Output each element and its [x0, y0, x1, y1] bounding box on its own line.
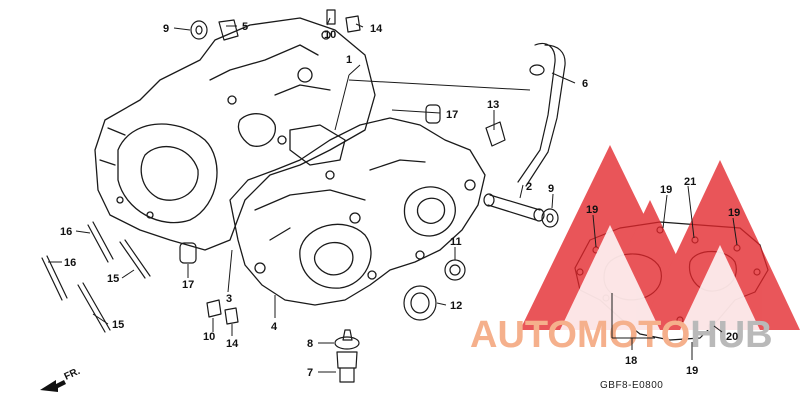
watermark-text-primary: AUTOMOTO — [470, 314, 690, 356]
callout-19-d: 19 — [686, 365, 698, 377]
right-crankcase-half — [229, 117, 486, 306]
callout-19-b: 19 — [660, 184, 672, 196]
callout-13: 13 — [487, 99, 499, 111]
callout-16-b: 16 — [64, 257, 76, 269]
callout-15-b: 15 — [112, 319, 124, 331]
watermark-text-secondary: HUB — [690, 314, 772, 356]
callout-1: 1 — [346, 54, 352, 66]
watermark-logo: AUTOMOTOHUB — [470, 145, 800, 356]
collar-and-seals — [403, 121, 559, 321]
bottom-small-parts — [206, 299, 239, 325]
callout-labels: 9 5 10 14 1 6 17 13 2 9 11 12 16 16 15 1… — [60, 21, 740, 379]
callout-18: 18 — [625, 355, 637, 367]
callout-9-top: 9 — [163, 23, 169, 35]
front-direction-marker: FR. — [40, 366, 82, 392]
callout-2: 2 — [526, 181, 532, 193]
callout-10-bottom: 10 — [203, 331, 215, 343]
callout-20: 20 — [726, 331, 738, 343]
breather-tube — [517, 42, 566, 187]
callout-19-c: 19 — [728, 207, 740, 219]
callout-21: 21 — [684, 176, 696, 188]
watermark-text: AUTOMOTOHUB — [470, 314, 773, 356]
top-small-parts — [190, 9, 361, 41]
callout-17-top: 17 — [446, 109, 458, 121]
stud-bolts — [41, 221, 151, 333]
callout-9-mid: 9 — [548, 183, 554, 195]
callout-6: 6 — [582, 78, 588, 90]
front-arrow-icon — [40, 380, 66, 392]
callout-3: 3 — [226, 293, 232, 305]
callout-15-a: 15 — [107, 273, 119, 285]
callout-16-a: 16 — [60, 226, 72, 238]
callout-17-bottom: 17 — [182, 279, 194, 291]
leader-lines — [48, 17, 738, 373]
callout-14-bottom: 14 — [226, 338, 239, 350]
drawing-code: GBF8-E0800 — [600, 380, 663, 391]
callout-7: 7 — [307, 367, 313, 379]
drain-bolt — [334, 329, 360, 383]
callout-4: 4 — [271, 321, 278, 333]
callout-5: 5 — [242, 21, 248, 33]
callout-14-top: 14 — [370, 23, 383, 35]
callout-12: 12 — [450, 300, 462, 312]
callout-8: 8 — [307, 338, 313, 350]
callout-19-a: 19 — [586, 204, 598, 216]
callout-11: 11 — [450, 236, 462, 248]
front-label: FR. — [63, 366, 82, 383]
left-crankcase-half — [94, 17, 376, 251]
callout-10-top: 10 — [324, 29, 336, 41]
dowel-pins — [179, 104, 441, 264]
